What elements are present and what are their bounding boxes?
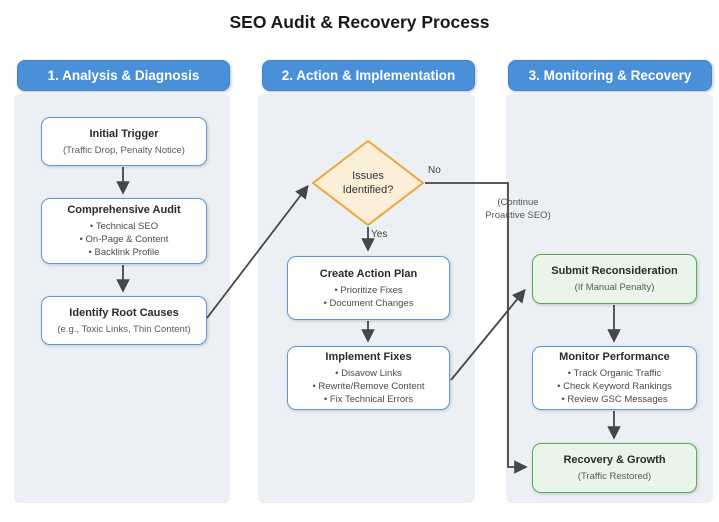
node-title: Identify Root Causes [69, 306, 179, 319]
node-monitor-performance: Monitor Performance Track Organic Traffi… [532, 346, 697, 410]
node-note: (If Manual Penalty) [574, 282, 655, 293]
lane-header-monitoring: 3. Monitoring & Recovery [508, 60, 712, 91]
edge-fixes-to-reconsideration [450, 288, 526, 381]
node-identify-root-causes: Identify Root Causes (e.g., Toxic Links,… [41, 296, 207, 345]
node-bullet-list: Technical SEO On-Page & Content Backlink… [80, 220, 169, 259]
node-bullet-list: Disavow Links Rewrite/Remove Content Fix… [312, 367, 424, 406]
node-bullet-list: Track Organic Traffic Check Keyword Rank… [557, 367, 672, 406]
bullet-item: Fix Technical Errors [312, 393, 424, 406]
node-note: (Traffic Restored) [577, 471, 652, 482]
edge-label-continue-line1: (Continue [497, 197, 539, 208]
bullet-item: Document Changes [324, 297, 414, 310]
bullet-item: Prioritize Fixes [324, 284, 414, 297]
decision-diamond [311, 139, 425, 227]
edge-label-continue-line2: Proactive SEO) [485, 210, 551, 221]
node-note: (e.g., Toxic Links, Thin Content) [57, 323, 191, 335]
node-title: Comprehensive Audit [67, 204, 181, 216]
node-title: Initial Trigger [89, 127, 159, 140]
node-recovery-growth: Recovery & Growth (Traffic Restored) [532, 443, 697, 493]
bullet-item: Backlink Profile [80, 246, 169, 259]
node-title: Create Action Plan [319, 267, 418, 280]
edge-label-continue-proactive-seo: (Continue Proactive SEO) [479, 196, 557, 222]
edge-label-yes: Yes [371, 229, 388, 240]
node-initial-trigger: Initial Trigger (Traffic Drop, Penalty N… [41, 117, 207, 166]
node-title: Recovery & Growth [563, 454, 666, 466]
edge-label-no: No [428, 165, 441, 176]
edge-rootcauses-to-decision [206, 184, 309, 319]
bullet-item: Review GSC Messages [557, 393, 672, 406]
decision-issues-identified: Issues Identified? [342, 170, 394, 196]
node-title: Implement Fixes [325, 351, 412, 363]
lane-header-action: 2. Action & Implementation [262, 60, 475, 91]
node-title: Submit Reconsideration [551, 265, 678, 277]
edge-decision-no-to-recovery [425, 182, 528, 474]
lane-header-analysis: 1. Analysis & Diagnosis [17, 60, 230, 91]
bullet-item: Disavow Links [312, 367, 424, 380]
node-implement-fixes: Implement Fixes Disavow Links Rewrite/Re… [287, 346, 450, 410]
bullet-item: Rewrite/Remove Content [312, 380, 424, 393]
bullet-item: Technical SEO [80, 220, 169, 233]
node-comprehensive-audit: Comprehensive Audit Technical SEO On-Pag… [41, 198, 207, 264]
bullet-item: Track Organic Traffic [557, 367, 672, 380]
node-submit-reconsideration: Submit Reconsideration (If Manual Penalt… [532, 254, 697, 304]
bullet-item: Check Keyword Rankings [557, 380, 672, 393]
bullet-item: On-Page & Content [80, 233, 169, 246]
node-bullet-list: Prioritize Fixes Document Changes [324, 284, 414, 310]
node-title: Monitor Performance [559, 351, 670, 363]
node-note: (Traffic Drop, Penalty Notice) [63, 144, 185, 156]
page-title: SEO Audit & Recovery Process [229, 12, 490, 32]
node-create-action-plan: Create Action Plan Prioritize Fixes Docu… [287, 256, 450, 320]
